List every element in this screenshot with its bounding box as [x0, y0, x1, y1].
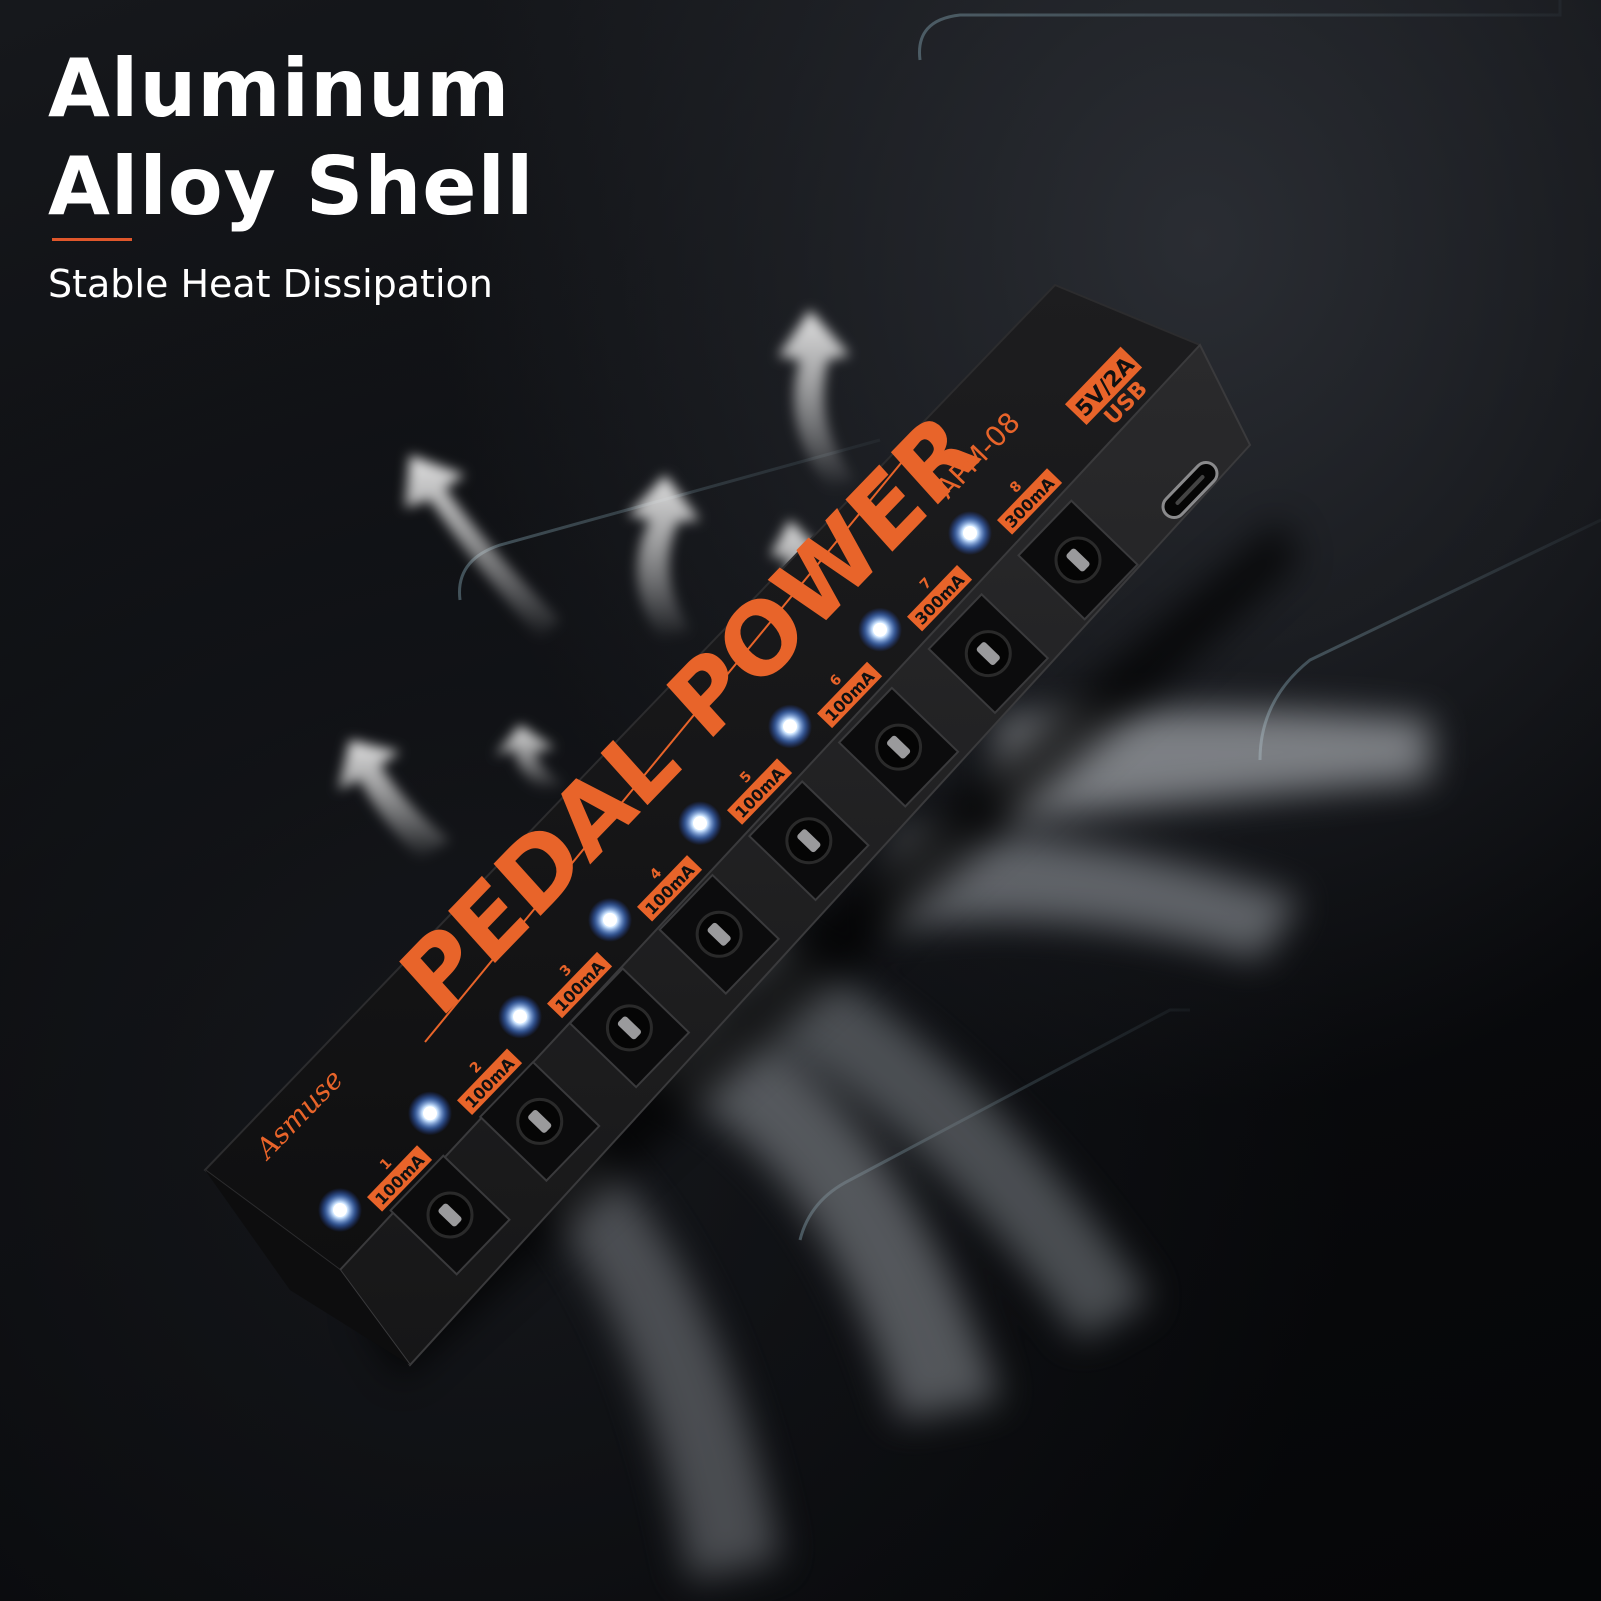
dc-jack-8	[1017, 499, 1139, 621]
usb-c-port	[1161, 460, 1219, 520]
led-core	[963, 526, 977, 540]
dc-jack-7	[927, 592, 1050, 715]
led-core	[333, 1203, 347, 1217]
output-ports: 1100mA2100mA3100mA4100mA5100mA6100mA7300…	[318, 468, 1139, 1276]
led-core	[783, 719, 797, 734]
dc-jack-1	[389, 1154, 511, 1276]
dc-jack-2	[478, 1060, 601, 1183]
headline-line-1: Aluminum	[48, 42, 511, 135]
led-core	[603, 912, 617, 927]
subtitle: Stable Heat Dissipation	[48, 262, 493, 306]
led-core	[423, 1106, 437, 1121]
headline-line-2: Alloy Shell	[48, 140, 535, 233]
dc-jack-6	[837, 686, 960, 808]
dc-jack-4	[658, 873, 781, 995]
led-core	[873, 622, 887, 637]
dc-jack-3	[568, 967, 691, 1089]
accent-divider	[52, 238, 132, 241]
headline: Aluminum Alloy Shell	[48, 40, 534, 236]
airflow	[520, 710, 1430, 1580]
led-core	[513, 1009, 527, 1024]
dc-jack-5	[747, 780, 870, 902]
led-core	[693, 816, 707, 831]
heat-arrows	[338, 310, 855, 860]
